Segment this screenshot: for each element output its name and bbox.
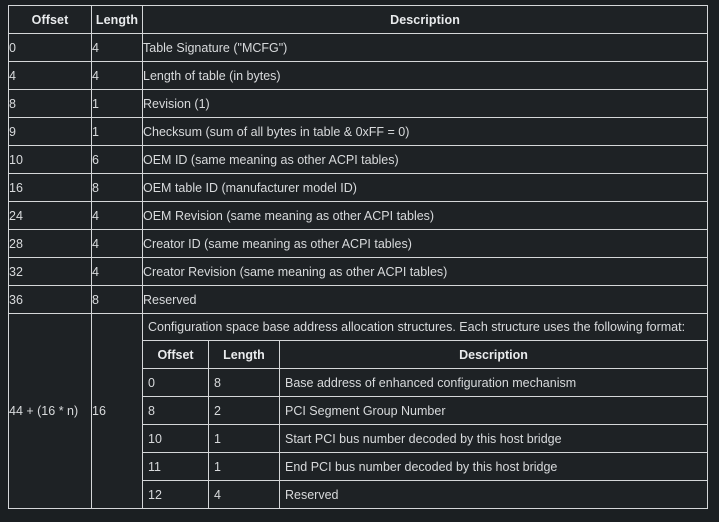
nested-table-row: 11 1 End PCI bus number decoded by this … [143, 452, 707, 481]
cell-length: 4 [91, 201, 143, 230]
table-row-nested: 44 + (16 * n) 16 Configuration space bas… [8, 313, 708, 509]
mcfg-table-body: Offset Length Description 0 4 Table Sign… [8, 5, 708, 509]
cell-offset: 32 [8, 257, 92, 286]
nested-table-row: 8 2 PCI Segment Group Number [143, 396, 707, 425]
cell-length: 1 [91, 117, 143, 146]
cell-length: 16 [91, 313, 143, 509]
nested-cell-offset: 8 [143, 396, 209, 425]
table-row: 8 1 Revision (1) [8, 89, 708, 118]
cell-length: 8 [91, 285, 143, 314]
nested-table-row: 0 8 Base address of enhanced configurati… [143, 368, 707, 397]
nested-wrapper: Configuration space base address allocat… [143, 314, 707, 508]
table-row: 10 6 OEM ID (same meaning as other ACPI … [8, 145, 708, 174]
nested-cell-description: Reserved [279, 480, 707, 508]
table-row: 9 1 Checksum (sum of all bytes in table … [8, 117, 708, 146]
cell-offset: 28 [8, 229, 92, 258]
table-row: 0 4 Table Signature ("MCFG") [8, 33, 708, 62]
cell-offset: 4 [8, 61, 92, 90]
nested-cell-length: 1 [208, 452, 280, 481]
cell-length: 6 [91, 145, 143, 174]
cell-description: Length of table (in bytes) [142, 61, 708, 90]
nested-structure-container: Configuration space base address allocat… [142, 313, 708, 509]
nested-cell-description: Start PCI bus number decoded by this hos… [279, 424, 707, 453]
nested-cell-description: End PCI bus number decoded by this host … [279, 452, 707, 481]
cell-description: Reserved [142, 285, 708, 314]
table-row: 16 8 OEM table ID (manufacturer model ID… [8, 173, 708, 202]
nested-table-row: 10 1 Start PCI bus number decoded by thi… [143, 424, 707, 453]
nested-header-row: Offset Length Description [143, 341, 707, 369]
table-row: 4 4 Length of table (in bytes) [8, 61, 708, 90]
cell-offset: 0 [8, 33, 92, 62]
cell-description: Revision (1) [142, 89, 708, 118]
nested-cell-offset: 0 [143, 368, 209, 397]
nested-cell-length: 2 [208, 396, 280, 425]
cell-length: 4 [91, 257, 143, 286]
table-row: 28 4 Creator ID (same meaning as other A… [8, 229, 708, 258]
cell-description: OEM table ID (manufacturer model ID) [142, 173, 708, 202]
cell-length: 4 [91, 33, 143, 62]
cell-offset: 36 [8, 285, 92, 314]
nested-header-offset: Offset [143, 341, 209, 369]
nested-header-description: Description [279, 341, 707, 369]
table-row: 32 4 Creator Revision (same meaning as o… [8, 257, 708, 286]
nested-header-length: Length [208, 341, 280, 369]
cell-offset-formula: 44 + (16 * n) [8, 313, 92, 509]
cell-offset: 24 [8, 201, 92, 230]
header-offset: Offset [8, 5, 92, 34]
nested-allocation-table: Offset Length Description 0 8 Base addre… [143, 341, 707, 508]
cell-offset: 9 [8, 117, 92, 146]
cell-description: OEM ID (same meaning as other ACPI table… [142, 145, 708, 174]
nested-cell-description: PCI Segment Group Number [279, 396, 707, 425]
nested-cell-length: 4 [208, 480, 280, 508]
table-row: 24 4 OEM Revision (same meaning as other… [8, 201, 708, 230]
mcfg-table: Offset Length Description 0 4 Table Sign… [8, 5, 708, 509]
cell-length: 4 [91, 229, 143, 258]
nested-cell-length: 8 [208, 368, 280, 397]
nested-cell-offset: 10 [143, 424, 209, 453]
table-row: 36 8 Reserved [8, 285, 708, 314]
cell-description: OEM Revision (same meaning as other ACPI… [142, 201, 708, 230]
nested-table-body: Offset Length Description 0 8 Base addre… [143, 341, 707, 508]
nested-intro-text: Configuration space base address allocat… [143, 314, 707, 341]
cell-offset: 8 [8, 89, 92, 118]
cell-length: 1 [91, 89, 143, 118]
cell-description: Creator Revision (same meaning as other … [142, 257, 708, 286]
cell-description: Creator ID (same meaning as other ACPI t… [142, 229, 708, 258]
table-header-row: Offset Length Description [8, 5, 708, 34]
nested-cell-offset: 11 [143, 452, 209, 481]
cell-description: Checksum (sum of all bytes in table & 0x… [142, 117, 708, 146]
cell-offset: 10 [8, 145, 92, 174]
cell-description: Table Signature ("MCFG") [142, 33, 708, 62]
cell-offset: 16 [8, 173, 92, 202]
nested-cell-description: Base address of enhanced configuration m… [279, 368, 707, 397]
nested-cell-offset: 12 [143, 480, 209, 508]
header-description: Description [142, 5, 708, 34]
cell-length: 4 [91, 61, 143, 90]
nested-table-row: 12 4 Reserved [143, 480, 707, 508]
nested-cell-length: 1 [208, 424, 280, 453]
cell-length: 8 [91, 173, 143, 202]
header-length: Length [91, 5, 143, 34]
